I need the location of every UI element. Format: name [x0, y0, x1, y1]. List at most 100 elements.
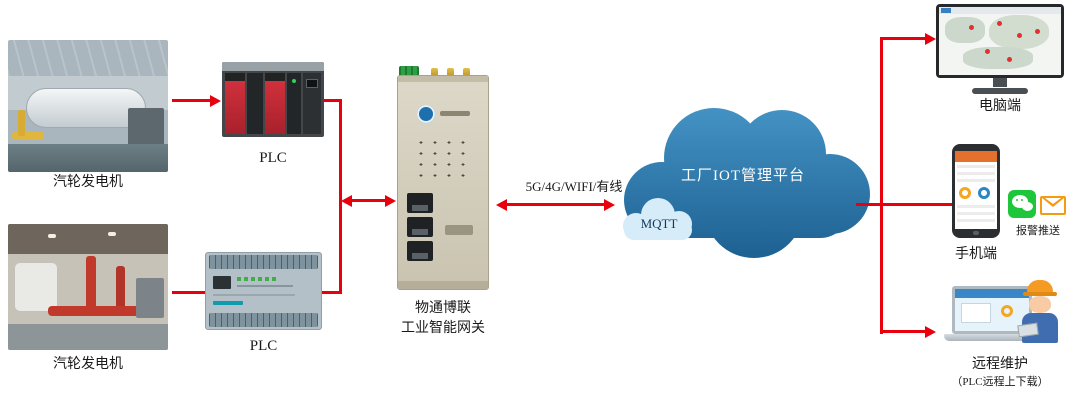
arrowhead-left-icon: [341, 195, 352, 207]
ethernet-port-icon: [407, 217, 433, 237]
engineer-icon: [1017, 280, 1062, 346]
connector-plc1-bus: [324, 99, 342, 102]
terminal-strip-bottom: [209, 313, 318, 327]
terminal-block-icon: [399, 66, 419, 77]
red-pipe-vertical: [86, 256, 96, 314]
maintenance-label: 远程维护: [972, 357, 1028, 372]
dark-equipment: [128, 108, 164, 146]
plc-module-cpu: [303, 73, 321, 134]
label-line: [213, 294, 295, 296]
yellow-pipe: [12, 132, 44, 140]
link-label: 5G/4G/WIFI/有线: [525, 179, 623, 194]
gateway-logo-text-line: [440, 111, 470, 116]
antenna-connector-icon: [431, 68, 438, 77]
port-opening: [412, 205, 428, 211]
donut-chart-icon: [959, 187, 971, 199]
sim-slot: [445, 225, 473, 235]
gateway-type-label: 工业智能网关: [401, 321, 485, 336]
engineer-face: [1029, 296, 1051, 313]
cloud-shape-icon: [623, 198, 692, 240]
gateway-bottom-edge: [398, 281, 488, 289]
ethernet-port-icon: [407, 193, 433, 213]
antenna-connector-icon: [463, 68, 470, 77]
gateway-vendor-label: 物通博联: [415, 301, 471, 316]
ethernet-port-icon: [407, 241, 433, 261]
yellow-pipe-vertical: [18, 110, 25, 136]
gateway-logo-icon: [417, 105, 435, 123]
gray-machine: [136, 278, 164, 318]
hard-hat-icon: [1027, 280, 1053, 294]
map-marker-icon: [969, 25, 974, 30]
plc-label-top: PLC: [259, 150, 287, 166]
cloud-platform-label: 工厂IOT管理平台: [681, 168, 805, 184]
map-landmass: [963, 47, 1033, 69]
phone-icon: [952, 144, 1000, 238]
plc-module-dark: [247, 73, 263, 134]
connector-gateway-cloud: [507, 203, 605, 206]
turbine-label-bottom: 汽轮发电机: [53, 357, 123, 372]
arrowhead-right-icon: [604, 199, 615, 211]
photo-floor: [8, 144, 168, 172]
terminal-strip-top: [209, 255, 318, 269]
photo-ceiling: [8, 40, 168, 76]
bubble-eye: [1021, 199, 1023, 201]
chat-bubble: [1022, 202, 1033, 211]
donut-chart-icon: [1001, 305, 1013, 317]
plc-label-bottom: PLC: [249, 338, 278, 354]
laptop-screen: [952, 286, 1032, 334]
plc-module-red: [265, 73, 285, 134]
dashboard-header: [955, 289, 1029, 298]
turbine-photo-top: [8, 40, 168, 172]
red-pipe-horizontal: [48, 306, 152, 316]
dashboard-card: [961, 303, 991, 323]
photo-floor: [8, 324, 168, 350]
laptop-icon: [944, 286, 1040, 344]
ceiling-light: [48, 234, 56, 238]
mqtt-label: MQTT: [640, 216, 678, 231]
antenna-connector-icon: [447, 68, 454, 77]
app-rows: [957, 165, 995, 183]
red-pipe-vertical: [116, 266, 125, 314]
connector-branch-phone: [880, 203, 952, 206]
led-panel: [414, 137, 472, 181]
connector-bus-vertical: [339, 99, 342, 294]
arrowhead-right-icon: [925, 326, 936, 338]
turbine-body: [26, 88, 146, 128]
app-rows: [957, 205, 995, 225]
plc-module-dark: [287, 73, 301, 134]
arrowhead-right-icon: [925, 33, 936, 45]
connector-endpoint-bus: [880, 38, 883, 334]
connector-photo1-plc1: [172, 99, 210, 102]
map-marker-icon: [1007, 57, 1012, 62]
led-row-icon: [237, 277, 279, 281]
connector-photo2-plc2: [172, 291, 210, 294]
plc-display: [213, 276, 231, 289]
monitor-icon: [936, 4, 1064, 96]
gateway-top-edge: [398, 76, 488, 82]
label-line: [237, 285, 293, 287]
plc-rack-device: [222, 62, 324, 137]
arrowhead-right-icon: [385, 195, 396, 207]
mail-icon: [1040, 196, 1066, 215]
arrowhead-left-icon: [496, 199, 507, 211]
alarm-push-label: 报警推送: [1016, 225, 1060, 237]
connector-branch-maintenance: [880, 330, 926, 333]
hard-hat-brim: [1023, 292, 1057, 296]
map-landmass: [945, 17, 985, 43]
port-opening: [412, 253, 428, 259]
connector-branch-pc: [880, 37, 926, 40]
connector-plc2-bus: [322, 291, 342, 294]
map-marker-icon: [1017, 33, 1022, 38]
monitor-base: [972, 88, 1028, 94]
turbine-photo-bottom: [8, 224, 168, 350]
status-led-icon: [292, 79, 296, 83]
port-opening: [412, 229, 428, 235]
module-cap: [265, 73, 285, 81]
module-cap: [225, 73, 245, 81]
maintenance-sublabel: （PLC远程上下载）: [951, 376, 1049, 388]
monitor-neck: [993, 78, 1007, 87]
phone-screen: [955, 151, 997, 229]
pc-endpoint-label: 电脑端: [979, 99, 1021, 114]
brand-accent: [213, 301, 243, 305]
map-marker-icon: [1035, 29, 1040, 34]
